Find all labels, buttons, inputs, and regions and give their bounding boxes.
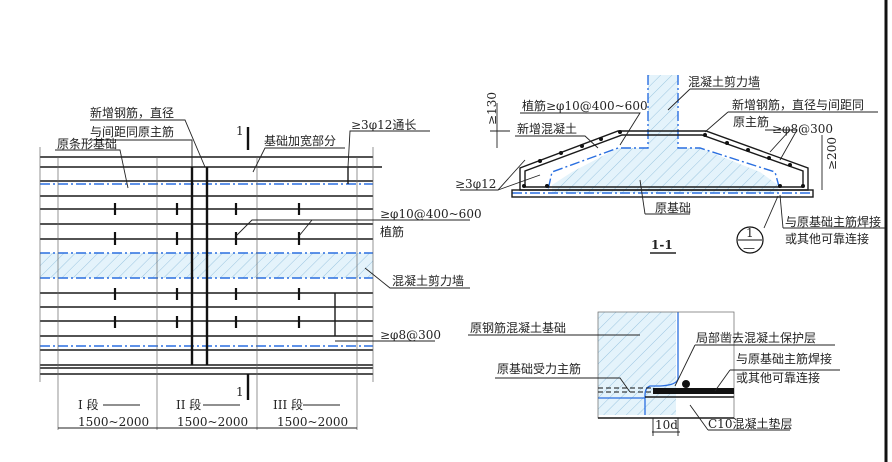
detail-ref-top: 1: [746, 226, 754, 240]
rebar-dots: [522, 130, 805, 188]
weld-detail: 原钢筋混凝土基础 局部凿去混凝土保护层 与原基础主筋焊接 或其他可靠连接 原基础…: [468, 311, 840, 436]
original-foundation-label: 原基础: [655, 201, 691, 215]
dowel-marks: [113, 203, 301, 328]
section-shear-wall-label: 混凝土剪力墙: [688, 74, 760, 89]
dowel-spec-label: ≥φ10@400~600: [380, 207, 482, 221]
section-weld-1: 与原基础主筋焊接: [785, 214, 881, 229]
new-rebar-label-1: 新增钢筋，直径: [90, 105, 174, 120]
main-bar-label: 原基础受力主筋: [497, 361, 581, 376]
segment-labels: I 段 II 段 III 段 1500~2000 1500~2000 1500~…: [78, 397, 348, 429]
remove-cover-label: 局部凿去混凝土保护层: [696, 330, 816, 345]
section-mark-top: 1: [236, 124, 244, 138]
segment-range-1: 1500~2000: [78, 415, 149, 429]
segment-label-2: II 段: [176, 397, 201, 412]
section-new-rebar-2: 原主筋: [733, 114, 769, 129]
through-bar-label: ≥3φ12通长: [351, 118, 416, 132]
segment-label-1: I 段: [78, 397, 99, 412]
section-leaders: [460, 88, 885, 254]
new-rebar-bar: [653, 388, 734, 394]
section-stirrup-label: ≥φ8@300: [772, 122, 833, 136]
shear-wall-label: 混凝土剪力墙: [392, 273, 464, 288]
section-weld-2: 或其他可靠连接: [785, 231, 869, 246]
widened-part-label: 基础加宽部分: [264, 133, 336, 148]
section-dowel-label: 植筋≥φ10@400~600: [522, 98, 648, 113]
section-mark-bottom: 1: [236, 385, 244, 399]
detail-weld-2: 或其他可靠连接: [736, 370, 820, 385]
dim-130-label: ≥130: [485, 92, 499, 125]
plan-lines: [39, 127, 382, 430]
section-title: 1-1: [651, 238, 673, 252]
section-1-1: 1 — 混凝土剪力墙 植筋≥φ10@400~600 新增混凝土 ≥130 新增钢…: [455, 74, 885, 255]
new-concrete-label: 新增混凝土: [517, 121, 577, 136]
dim-10d-label: 10d: [655, 418, 678, 432]
original-strip-foundation-label: 原条形基础: [57, 137, 117, 151]
section-bars-label: ≥3φ12: [455, 177, 496, 191]
rc-foundation-label: 原钢筋混凝土基础: [470, 320, 566, 335]
original-foundation-hatch: [552, 75, 778, 193]
section-new-rebar-1: 新增钢筋，直径与间距同: [732, 97, 864, 112]
dowel-label: 植筋: [380, 224, 404, 239]
detail-ref-bottom: —: [743, 241, 755, 255]
plan-view: 新增钢筋，直径 与间距同原主筋 原条形基础 1 1 基础加宽部分 ≥3φ12通长…: [39, 105, 482, 430]
detail-weld-1: 与原基础主筋焊接: [736, 351, 832, 366]
segment-range-3: 1500~2000: [277, 415, 348, 429]
plan-leaders: [55, 119, 470, 429]
new-rebar-label-2: 与间距同原主筋: [90, 124, 174, 139]
segment-range-2: 1500~2000: [177, 415, 248, 429]
dim-200-label: ≥200: [825, 137, 839, 170]
stirrup-spec-label: ≥φ8@300: [380, 328, 441, 342]
segment-label-3: III 段: [273, 397, 303, 412]
c10-layer-label: C10混凝土垫层: [708, 416, 792, 431]
